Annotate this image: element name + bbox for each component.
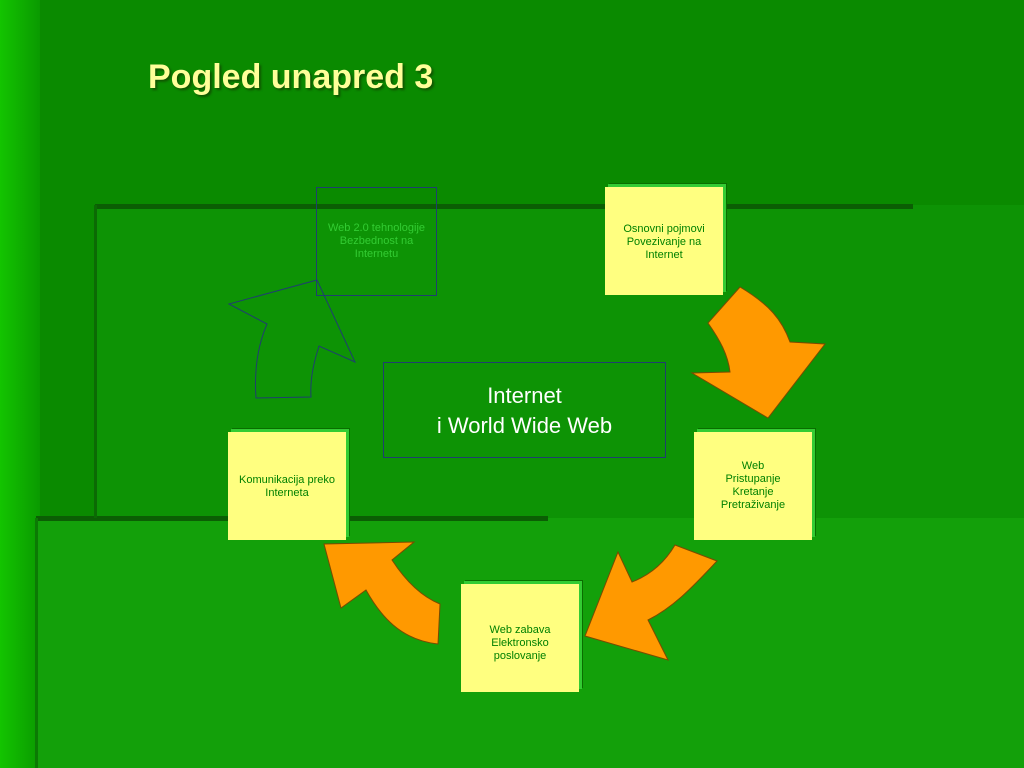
- node-top-right-line-2: Povezivanje na: [626, 236, 702, 248]
- node-left-line-2: Interneta: [265, 487, 309, 499]
- center-topic-box: Internet i World Wide Web: [383, 362, 666, 458]
- node-top-right-line-1: Osnovni pojmovi: [623, 223, 705, 235]
- node-bottom-line-1: Web zabava: [489, 624, 551, 636]
- background-gradient-left: [0, 0, 40, 768]
- node-left-line-1: Komunikacija preko: [239, 474, 335, 486]
- center-topic-line-2: i World Wide Web: [436, 413, 613, 438]
- node-top-left-line-3: Internetu: [354, 248, 399, 260]
- node-left: Komunikacija preko Interneta: [228, 432, 346, 540]
- node-top-right: Osnovni pojmovi Povezivanje na Internet: [605, 187, 723, 295]
- center-topic-line-1: Internet: [487, 383, 562, 408]
- node-top-right-line-3: Internet: [645, 249, 683, 261]
- background-rule-vertical: [94, 205, 97, 518]
- node-right-line-3: Kretanje: [732, 486, 774, 498]
- node-bottom-line-2: Elektronsko: [491, 637, 549, 649]
- node-bottom-line-3: poslovanje: [493, 650, 547, 662]
- node-bottom: Web zabava Elektronsko poslovanje: [461, 584, 579, 692]
- node-right: Web Pristupanje Kretanje Pretraživanje: [694, 432, 812, 540]
- arrow-right-to-bottom: [584, 544, 718, 661]
- node-top-left-line-2: Bezbednost na: [339, 235, 414, 247]
- arrow-bottom-to-left: [323, 541, 441, 645]
- node-right-line-1: Web: [741, 460, 765, 472]
- page-title: Pogled unapred 3: [148, 58, 434, 96]
- node-right-line-4: Pretraživanje: [720, 499, 786, 511]
- node-right-line-2: Pristupanje: [725, 473, 781, 485]
- node-top-left-line-1: Web 2.0 tehnologije: [327, 222, 426, 234]
- background-rule-top: [95, 204, 913, 209]
- background-rule-vertical-lower: [35, 518, 38, 768]
- arrow-left-to-top-left: [227, 279, 357, 399]
- arrow-top-right-to-right: [690, 286, 826, 419]
- node-top-left: Web 2.0 tehnologije Bezbednost na Intern…: [316, 187, 437, 296]
